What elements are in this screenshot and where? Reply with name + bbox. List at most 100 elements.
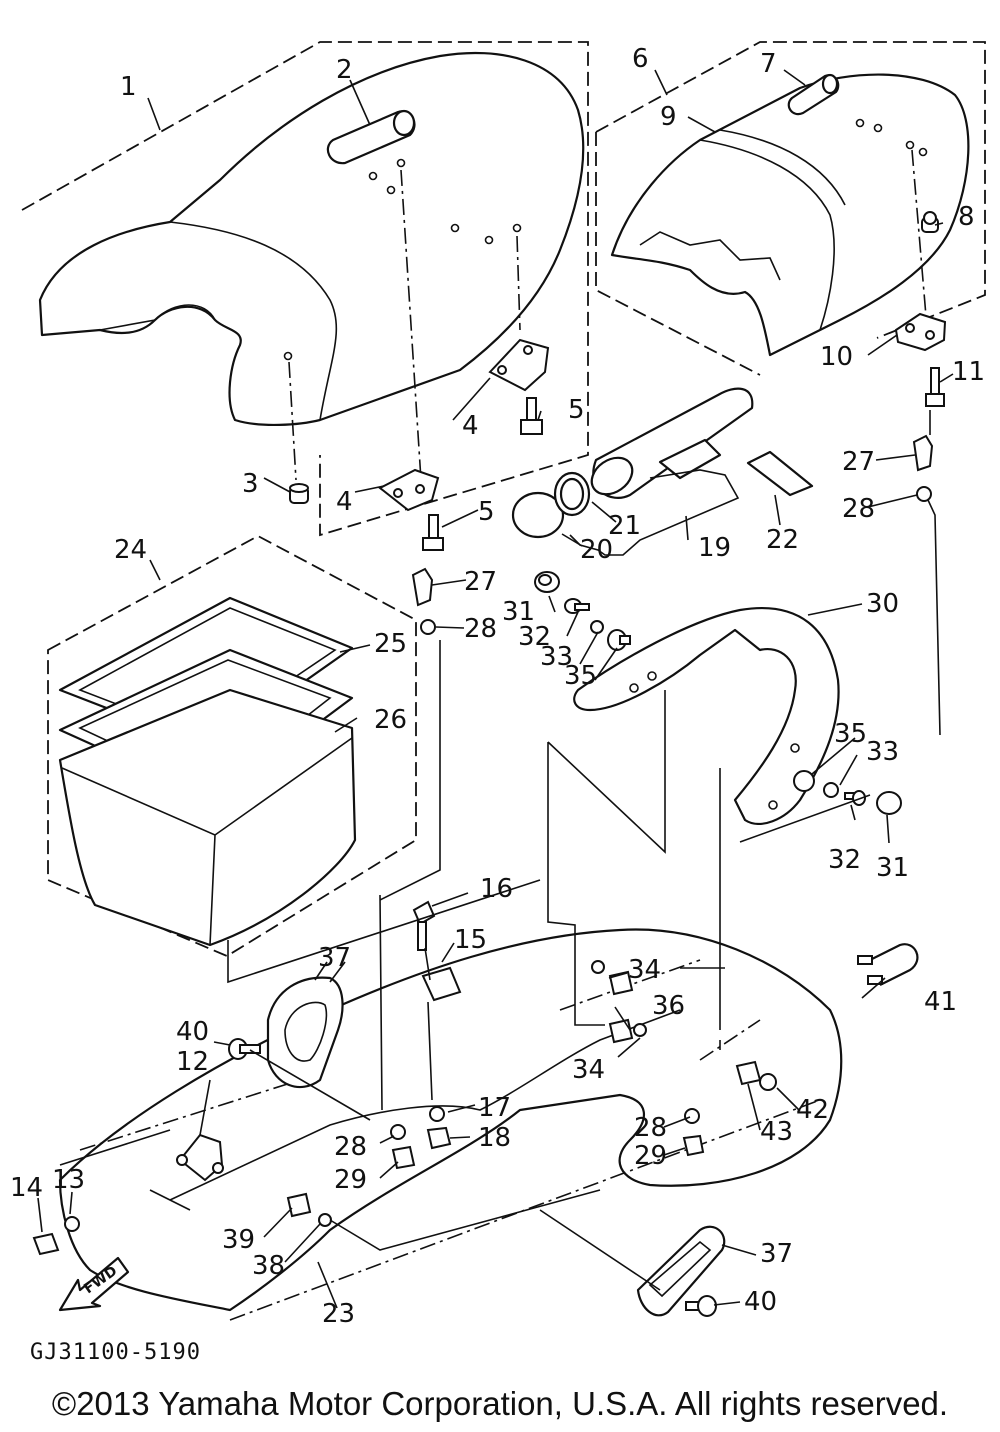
callout-34a: 34 [628, 955, 661, 985]
bolt-lower-part [422, 514, 444, 551]
front-seat-group-outline [21, 41, 589, 537]
rear-seat-bracket-part [894, 312, 947, 352]
bolt-upper-part [520, 397, 543, 435]
callout-15: 15 [454, 925, 487, 955]
callout-37b: 37 [760, 1239, 793, 1269]
pad-bolt-lower-part [685, 1295, 717, 1317]
callout-32a: 32 [518, 622, 551, 652]
callout-5b: 5 [478, 497, 495, 527]
callout-28c: 28 [334, 1132, 367, 1162]
callout-31b: 31 [876, 853, 909, 883]
front-seat-holes [283, 158, 522, 361]
right-washer-part [916, 486, 932, 502]
callout-27b: 27 [842, 447, 875, 477]
screw-lower-part [844, 790, 866, 806]
tube-clip-part [746, 450, 814, 497]
callout-39: 39 [222, 1225, 255, 1255]
grab-bar-nut-lower-part [608, 1018, 634, 1044]
callout-8: 8 [958, 202, 975, 232]
copyright-notice: ©2013 Yamaha Motor Corporation, U.S.A. A… [51, 1385, 949, 1422]
callout-41: 41 [924, 987, 957, 1017]
washer-upper-part [590, 620, 604, 634]
stay-washer-part [429, 1106, 445, 1122]
callout-36: 36 [652, 991, 685, 1021]
diagram-reference-code: GJ31100-5190 [30, 1340, 201, 1365]
callout-12: 12 [176, 1047, 209, 1077]
deck-nut-left-part [391, 1145, 416, 1170]
callout-28d: 28 [634, 1113, 667, 1143]
rear-grab-strap-part [787, 73, 840, 116]
callout-6: 6 [632, 44, 649, 74]
callout-27a: 27 [464, 567, 497, 597]
callout-5a: 5 [568, 395, 585, 425]
grommet-upper-part [534, 571, 560, 593]
callout-4b: 4 [462, 411, 479, 441]
stay-bracket-part [421, 966, 462, 1002]
mounting-pad-upper-part [266, 976, 344, 1089]
stay-bolt-part [412, 900, 436, 951]
grommet-lower-part [876, 791, 902, 815]
callout-7: 7 [760, 49, 777, 79]
callout-38: 38 [252, 1251, 285, 1281]
grab-bar-washer-lower-part [633, 1023, 647, 1037]
callout-28a: 28 [464, 614, 497, 644]
callout-14: 14 [10, 1173, 43, 1203]
callout-13: 13 [52, 1165, 85, 1195]
deck-washer-right-part [684, 1108, 700, 1124]
callout-24: 24 [114, 535, 147, 565]
callout-33b: 33 [866, 737, 899, 767]
tube-cap-part [511, 491, 565, 539]
callout-42: 42 [796, 1095, 829, 1125]
callout-22: 22 [766, 525, 799, 555]
callout-28b: 28 [842, 494, 875, 524]
callout-40a: 40 [176, 1017, 209, 1047]
rear-seat-cut [639, 231, 781, 281]
callout-37a: 37 [318, 943, 351, 973]
callout-9: 9 [660, 102, 677, 132]
callout-10: 10 [820, 342, 853, 372]
callout-17: 17 [478, 1093, 511, 1123]
left-washer-part [420, 619, 436, 635]
storage-tube-part [590, 387, 754, 499]
callout-35a: 35 [564, 661, 597, 691]
right-guide-line [927, 410, 941, 736]
rear-seat-bolt-part [925, 367, 945, 407]
callout-29b: 29 [634, 1141, 667, 1171]
washer-lower-part [823, 782, 839, 798]
catch-washer-part [64, 1216, 80, 1232]
rear-seat-band [699, 129, 846, 331]
rear-washer-part [759, 1073, 777, 1091]
hull-deck-recess [169, 1009, 681, 1201]
storage-box-part [58, 688, 357, 947]
rear-seat-shape [610, 73, 970, 357]
callout-43: 43 [760, 1117, 793, 1147]
grab-bar-washer-upper-part [591, 960, 605, 974]
left-stud-part [411, 567, 434, 607]
front-seat-guide-lines [288, 169, 521, 481]
callout-23: 23 [322, 1299, 355, 1329]
callout-4a: 4 [336, 487, 353, 517]
rear-seat-nut-part [921, 211, 939, 233]
callout-35b: 35 [834, 719, 867, 749]
grab-bar-nut-upper-part [608, 970, 634, 996]
assembly-guide-lines [59, 640, 871, 1291]
catch-nut-part [32, 1232, 60, 1256]
hull-washer-part [318, 1213, 332, 1227]
grab-strap-part [326, 109, 416, 165]
mounting-pad-lower-part [636, 1225, 726, 1317]
tube-ring-part [553, 471, 591, 517]
grab-bar-part [573, 607, 840, 825]
callout-19: 19 [698, 533, 731, 563]
callout-18: 18 [478, 1123, 511, 1153]
screw-upper-part [564, 598, 590, 614]
callout-26: 26 [374, 705, 407, 735]
callout-16: 16 [480, 874, 513, 904]
callout-40b: 40 [744, 1287, 777, 1317]
rear-seat-group-outline [595, 41, 986, 376]
hull-deck-outline [58, 928, 843, 1312]
rear-seat-guide-lines [911, 149, 929, 341]
latch-catch-part [176, 1133, 224, 1182]
rear-nut-part [735, 1060, 762, 1086]
callout-11: 11 [952, 357, 985, 387]
